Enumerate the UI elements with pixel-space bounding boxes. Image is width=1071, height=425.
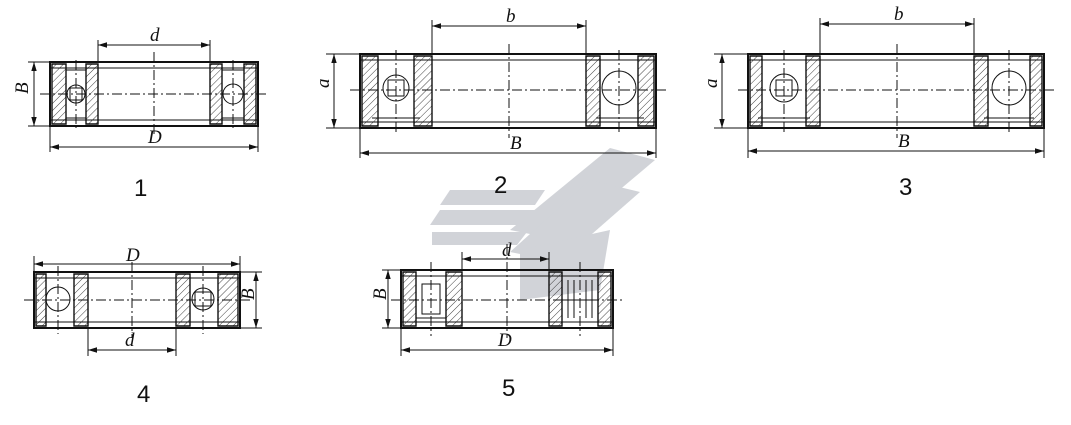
dim-label-d: d [150,25,160,46]
figure-number: 5 [502,375,515,402]
figure-3: b a B 3 [701,4,1054,201]
dim-label-D: D [125,245,140,266]
figure-1: d B D 1 [12,25,268,202]
dim-label-b: b [506,6,516,27]
dim-label-B: B [12,82,33,94]
dim-label-D: D [497,330,512,351]
dim-label-B: B [370,288,391,300]
dim-label-d: d [502,240,512,261]
figure-number: 3 [899,174,912,201]
dim-label-B: B [898,131,910,152]
dim-label-B: B [510,133,522,154]
dim-label-a: a [701,79,722,89]
figure-number: 4 [137,381,150,408]
dim-label-d: d [125,330,135,351]
figure-4: D B d 4 [24,245,262,408]
dim-label-D: D [147,127,162,148]
figure-2: b a B 2 [313,6,666,199]
figure-5: d B D 5 [370,240,623,402]
figure-number: 2 [494,172,507,199]
watermark-logo [430,148,655,300]
figure-number: 1 [134,175,147,202]
dim-label-b: b [894,4,904,25]
dim-label-B: B [238,288,259,300]
dim-label-a: a [313,79,334,89]
